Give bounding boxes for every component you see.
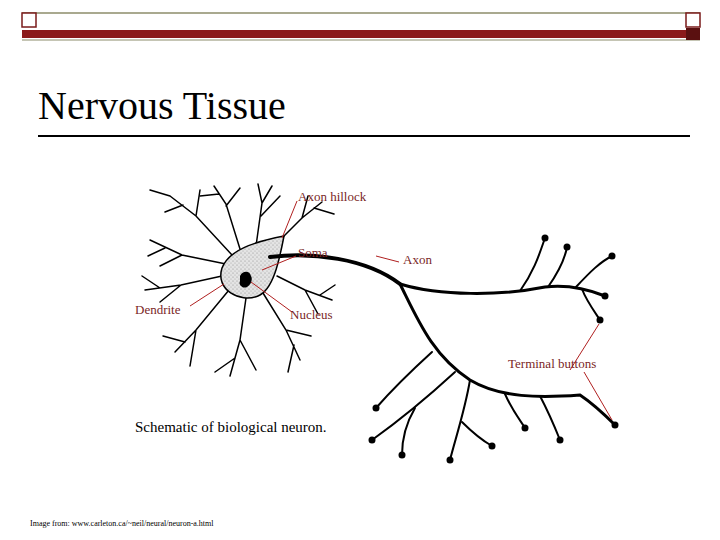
part-label: Axon [403,253,432,267]
header-bar [22,13,700,40]
nucleus-blob [240,272,252,288]
part-label: Dendrite [135,303,180,317]
part-label: Terminal buttons [508,357,596,371]
slide-title: Nervous Tissue [38,84,286,128]
soma-body [221,236,284,298]
part-label: Soma [298,246,328,260]
terminal-buttons [369,235,619,464]
image-credit: Image from: www.carleton.ca/~neil/neural… [30,520,214,529]
title-rule [38,135,690,137]
leader-lines [190,201,612,420]
figure-caption: Schematic of biological neuron. [135,419,327,436]
dendrites [142,184,335,376]
part-label: Nucleus [290,308,333,322]
part-label: Axon hillock [298,190,366,204]
